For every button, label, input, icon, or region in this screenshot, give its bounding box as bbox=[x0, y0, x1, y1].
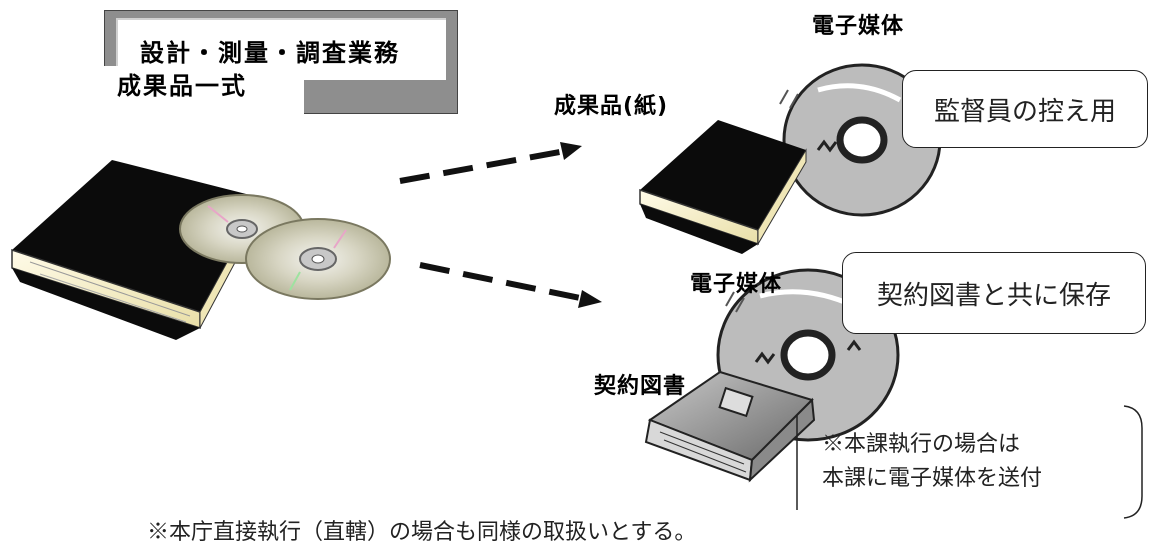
branch-note-line-2: 本課に電子媒体を送付 bbox=[822, 466, 1043, 491]
title-box bbox=[104, 10, 458, 118]
callout-store-with-contract: 契約図書と共に保存 bbox=[842, 252, 1146, 334]
title-line-1: 設計・測量・調査業務 bbox=[140, 39, 400, 67]
footnote: ※本庁直接執行（直轄）の場合も同様の取扱いとする。 bbox=[147, 520, 697, 545]
branch-note-line-1: ※本課執行の場合は bbox=[822, 432, 1021, 457]
cd-icon-left-2 bbox=[245, 218, 391, 300]
contract-book-icon bbox=[644, 370, 816, 483]
label-media-top: 電子媒体 bbox=[812, 14, 905, 39]
label-media-bottom: 電子媒体 bbox=[690, 272, 783, 297]
callout-supervisor-copy: 監督員の控え用 bbox=[902, 70, 1148, 148]
note-bracket bbox=[1123, 405, 1143, 519]
label-contract-docs: 契約図書 bbox=[594, 374, 687, 399]
cd-icon-top-right bbox=[779, 63, 942, 217]
arrow-to-contract-docs bbox=[419, 262, 602, 308]
book-icon-top-right bbox=[639, 120, 807, 254]
title-line-2: 成果品一式 bbox=[117, 72, 247, 100]
label-paper-output: 成果品(紙) bbox=[554, 94, 669, 119]
callout-supervisor-copy-text: 監督員の控え用 bbox=[933, 96, 1116, 127]
arrow-to-paper-output bbox=[399, 142, 582, 184]
branch-office-note: ※本課執行の場合は 本課に電子媒体を送付 bbox=[822, 428, 1042, 496]
callout-store-with-contract-text: 契約図書と共に保存 bbox=[876, 280, 1111, 311]
